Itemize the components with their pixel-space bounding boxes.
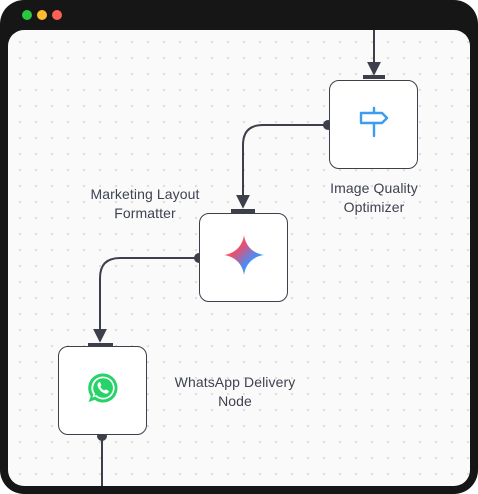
node-image-quality-optimizer[interactable] <box>329 80 418 169</box>
whatsapp-icon <box>86 371 120 410</box>
workflow-canvas[interactable]: Image Quality Optimizer Marke <box>8 30 470 486</box>
node-whatsapp-delivery[interactable] <box>58 346 147 435</box>
node-label-whatsapp-delivery: WhatsApp Delivery Node <box>174 374 296 409</box>
node-marketing-layout-formatter[interactable] <box>199 213 288 302</box>
signpost-icon <box>355 103 393 146</box>
gemini-sparkle-icon <box>222 233 266 282</box>
edge-image-quality-to-marketing[interactable] <box>236 124 328 209</box>
edge-marketing-to-whatsapp[interactable] <box>93 257 199 343</box>
window-dot-minimize[interactable] <box>37 10 47 20</box>
node-label-image-quality-optimizer: Image Quality Optimizer <box>330 180 418 215</box>
window-dot-close[interactable] <box>52 10 62 20</box>
window-controls <box>22 10 62 20</box>
node-label-marketing-layout-formatter: Marketing Layout Formatter <box>90 186 200 221</box>
window-dot-maximize[interactable] <box>22 10 32 20</box>
